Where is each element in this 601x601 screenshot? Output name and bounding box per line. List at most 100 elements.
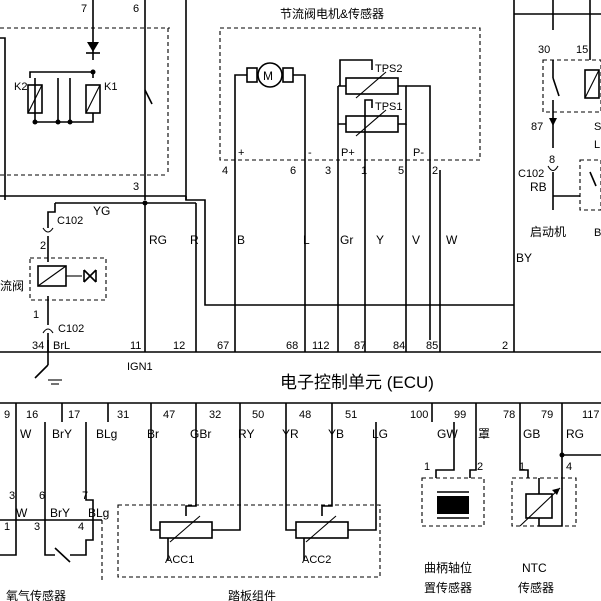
top-wire-labels: RG R B L Gr Y V W BY <box>149 233 532 265</box>
bwire-ry: RY <box>238 427 254 441</box>
ecu-pin-50: 50 <box>252 409 264 421</box>
motor-icon <box>257 62 283 88</box>
ecu-pin-84: 84 <box>393 340 405 352</box>
bwire-lg: LG <box>372 427 388 441</box>
tps2-resistor <box>345 77 399 95</box>
ecu-pin-85: 85 <box>426 340 438 352</box>
acc1-resistor <box>159 521 213 539</box>
o2-pin-3: 3 <box>9 490 15 502</box>
ntc-label-2: 传感器 <box>518 580 554 595</box>
bwire-gbr: GBr <box>190 427 211 441</box>
wire-y: Y <box>376 233 384 247</box>
motor-symbol: M <box>263 69 273 83</box>
ecu-pin-112: 112 <box>312 340 330 352</box>
crank-pin-1: 1 <box>424 461 430 473</box>
acc2-resistor <box>295 521 349 539</box>
bwire-gb: GB <box>523 427 540 441</box>
tpin-2: 2 <box>432 165 438 177</box>
c102-pin-1: 1 <box>33 309 39 321</box>
starter-coil <box>584 69 600 99</box>
yg-label: YG <box>93 204 110 218</box>
ecu-pin-12: 12 <box>173 340 185 352</box>
ecu-pin-100: 100 <box>410 409 428 421</box>
bwire-blg: BLg <box>96 427 117 441</box>
bus-lines <box>0 0 515 340</box>
ecu-pin-68: 68 <box>286 340 298 352</box>
starter-block: 30 15 87 S L 8 C102 RB 启动机 B <box>514 0 601 239</box>
valve-label: 流阀 <box>0 279 24 293</box>
ecu-title: 电子控制单元 (ECU) <box>280 373 434 392</box>
bwire-shield: 罩 <box>478 427 490 441</box>
ecu-pin-48: 48 <box>299 409 311 421</box>
c102-top: C102 <box>57 215 83 227</box>
starter-pin-8: 8 <box>549 154 555 166</box>
o2-sensor-label: 氧气传感器 <box>6 588 66 601</box>
right-cut-b: B <box>594 227 601 239</box>
throttle-title: 节流阀电机&传感器 <box>280 6 384 21</box>
starter-pin-30: 30 <box>538 44 550 56</box>
ecu-pin-87: 87 <box>354 340 366 352</box>
crank-label-2: 置传感器 <box>424 580 472 595</box>
relay-label-k2: K2 <box>14 81 27 93</box>
tpin-5: 5 <box>398 165 404 177</box>
crank-sensor-icon <box>437 496 469 514</box>
bottom-wire-labels: W BrY BLg Br GBr RY YR YB LG GW 罩 GB RG <box>20 427 584 441</box>
ecu-pin-47: 47 <box>163 409 175 421</box>
starter-pin-87: 87 <box>531 121 543 133</box>
c102-pin-2: 2 <box>40 240 46 252</box>
wire-w: W <box>446 233 458 247</box>
bwire-bry: BrY <box>52 427 72 441</box>
ecu-pin-11: 11 <box>130 340 141 352</box>
tpin-3: 3 <box>325 165 331 177</box>
ecu-pin-78: 78 <box>503 409 515 421</box>
acc2-label: ACC2 <box>302 554 331 566</box>
tps1-label: TPS1 <box>375 101 403 113</box>
o2-wire-w: W <box>16 506 28 520</box>
ecu-pin-9: 9 <box>4 409 10 421</box>
o2-wire-blg: BLg <box>88 506 109 520</box>
tps2-label: TPS2 <box>375 63 403 75</box>
o2-pin-4: 4 <box>78 521 84 533</box>
throttle-assembly: 节流阀电机&传感器 M + - TPS2 TPS1 P+ P- 4 6 3 1 … <box>219 6 481 340</box>
tpin-1: 1 <box>361 165 367 177</box>
relay-block: 7 6 K2 K1 3 <box>0 0 187 200</box>
tps1-resistor <box>345 115 399 133</box>
o2-pin-6: 6 <box>39 490 45 502</box>
right-cut-l: L <box>594 139 600 151</box>
ntc-label-1: NTC <box>522 561 547 575</box>
ecu-pin-17: 17 <box>68 409 80 421</box>
starter-pin-15: 15 <box>576 44 588 56</box>
o2-wire-bry: BrY <box>50 506 70 520</box>
throttle-pin-minus: - <box>308 147 312 159</box>
wire-by: BY <box>516 251 532 265</box>
diode-icon <box>87 42 99 52</box>
ntc-pin-4: 4 <box>566 461 572 473</box>
ecu-pin-117: 117 <box>582 409 600 421</box>
tpin-4: 4 <box>222 165 228 177</box>
wire-gr: Gr <box>340 233 353 247</box>
throttle-pin-pminus: P- <box>413 147 424 159</box>
relay-pin-7: 7 <box>81 3 87 15</box>
starter-label: 启动机 <box>530 225 566 239</box>
crank-label-1: 曲柄轴位 <box>424 560 472 575</box>
ecu-pin-51: 51 <box>345 409 357 421</box>
pedal-label: 踏板组件 <box>228 589 276 601</box>
relay-pin-6: 6 <box>133 3 139 15</box>
wire-r: R <box>190 233 199 247</box>
ecu-box: 电子控制单元 (ECU) IGN1 34 BrL 11 12 67 68 112… <box>0 340 601 422</box>
bwire-rg: RG <box>566 427 584 441</box>
throttle-pin-pplus: P+ <box>341 147 355 159</box>
throttle-pin-plus: + <box>238 147 244 159</box>
bwire-br: Br <box>147 427 159 441</box>
o2-pin-7: 7 <box>82 490 88 502</box>
bwire-gw: GW <box>437 427 458 441</box>
crank-pin-2: 2 <box>477 461 483 473</box>
wire-rg: RG <box>149 233 167 247</box>
ntc-resistor <box>525 493 553 519</box>
wire-b: B <box>237 233 245 247</box>
relay-pin-3: 3 <box>133 181 139 193</box>
ntc-pin-1: 1 <box>519 461 525 473</box>
ign1-label: IGN1 <box>127 361 153 373</box>
brl-label: BrL <box>53 340 70 352</box>
